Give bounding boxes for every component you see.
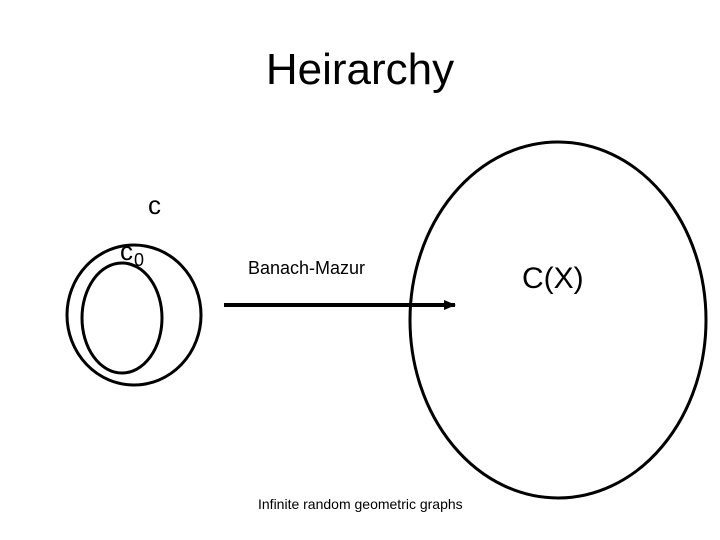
infinite-graphs-caption: Infinite random geometric graphs [258,496,463,512]
c0-label-base: c [120,236,133,266]
c-space-label-text: c [148,190,161,220]
c-space-label: c [148,190,161,221]
banach-mazur-label: Banach-Mazur [248,258,366,278]
c0-label-subscript: 0 [134,250,145,270]
c0-space-circle [80,261,164,375]
c0-space-label: c0 [120,236,145,270]
c-space-circle [65,243,203,387]
slide-title: Heirarchy [265,45,455,94]
cx-space-circle [408,140,708,500]
cx-space-label: C(X) [522,262,584,295]
